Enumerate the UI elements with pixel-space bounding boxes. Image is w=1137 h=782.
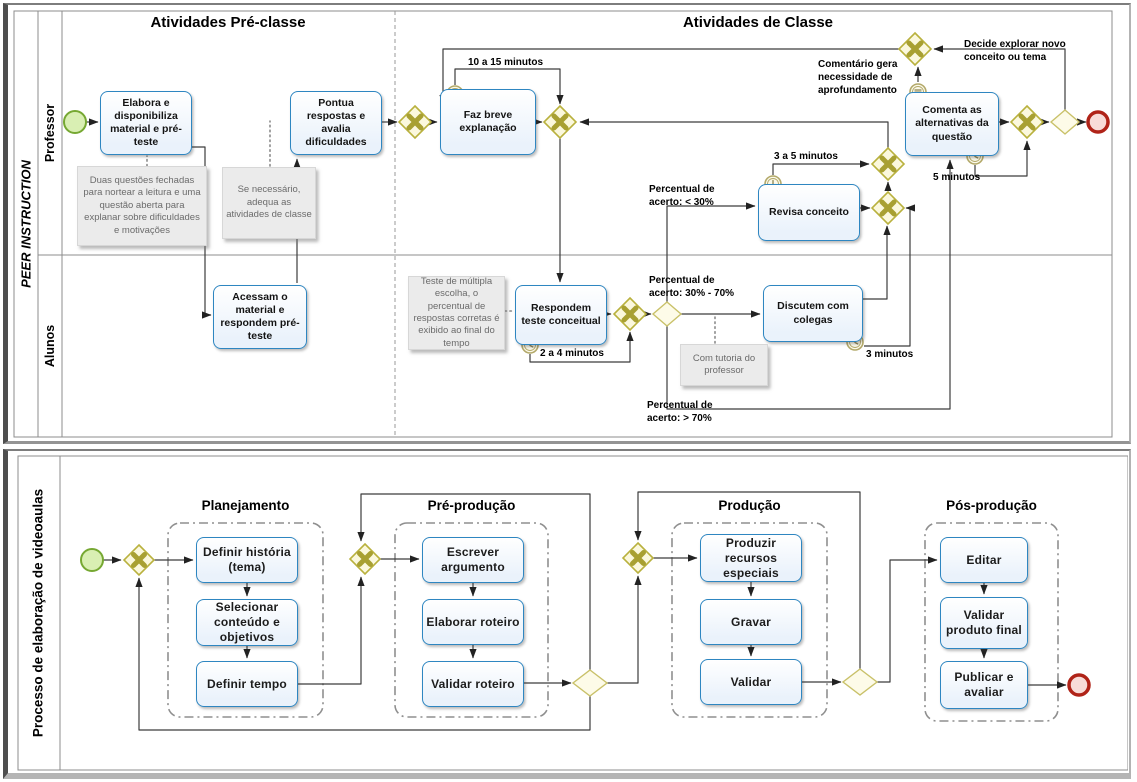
- task-validar: Validar: [700, 659, 802, 705]
- task-produzir-recursos: Produzir recursos especiais: [700, 534, 802, 582]
- gateway-exclusive-merge-1: [397, 104, 433, 140]
- task-definir-tempo: Definir tempo: [196, 661, 298, 707]
- task-escrever-argumento: Escrever argumento: [422, 537, 524, 583]
- label-acerto-30-70: Percentual de acerto: 30% - 70%: [649, 275, 735, 299]
- section-header-pre-classe: Atividades Pré-classe: [150, 14, 306, 31]
- pool-label: Processo de elaboração de videoaulas: [30, 488, 46, 738]
- group-title-pre-producao: Pré-produção: [427, 498, 516, 513]
- gateway-exclusive-merge-2: [542, 104, 578, 140]
- pool-videoaulas: [17, 455, 1128, 771]
- task-acessam-material: Acessam o material e respondem pré-teste: [213, 285, 307, 349]
- label-5-minutos: 5 minutos: [933, 172, 981, 183]
- annotation-se-necessario: Se necessário, adequa as atividades de c…: [222, 167, 316, 239]
- label-10-15-minutos: 10 a 15 minutos: [467, 57, 544, 68]
- task-selecionar-conteudo: Selecionar conteúdo e objetivos: [196, 599, 298, 646]
- gateway-exclusive-merge-4: [870, 146, 906, 182]
- task-respondem-teste: Respondem teste conceitual: [515, 285, 607, 345]
- bpmn-canvas-bottom: [17, 455, 1128, 771]
- annotation-tutoria: Com tutoria do professor: [680, 344, 768, 386]
- task-gravar: Gravar: [700, 599, 802, 645]
- label-3-5-minutos: 3 a 5 minutos: [774, 151, 838, 162]
- task-pontua-respostas: Pontua respostas e avalia dificuldades: [290, 91, 382, 155]
- gateway-exclusive-merge-6: [1009, 104, 1045, 140]
- peer-instruction-diagram-panel: PEER INSTRUCTION Professor Alunos Ativid…: [3, 3, 1131, 444]
- task-validar-roteiro: Validar roteiro: [422, 661, 524, 707]
- videoaulas-diagram-panel: Processo de elaboração de videoaulas Pla…: [3, 449, 1131, 779]
- gateway-decision-roteiro: [571, 669, 609, 697]
- task-publicar-avaliar: Publicar e avaliar: [940, 661, 1028, 709]
- gateway-exclusive-merge-3: [612, 296, 648, 332]
- label-decide-explorar: Decide explorar novo conceito ou tema: [964, 39, 1066, 63]
- start-event: [80, 548, 104, 572]
- lane-label-professor: Professor: [43, 103, 57, 163]
- gateway-exclusive-pre-producao: [348, 542, 382, 576]
- task-revisa-conceito: Revisa conceito: [758, 184, 860, 241]
- group-producao: [671, 522, 828, 718]
- section-header-classe: Atividades de Classe: [682, 14, 834, 31]
- pool-label: PEER INSTRUCTION: [18, 160, 34, 288]
- group-title-producao: Produção: [718, 498, 781, 513]
- bpmn-canvas-top: [13, 10, 1113, 438]
- group-pos-producao: [924, 522, 1059, 722]
- task-comenta-alternativas: Comenta as alternativas da questão: [905, 92, 999, 156]
- task-editar: Editar: [940, 537, 1028, 583]
- group-title-pos-producao: Pós-produção: [946, 498, 1037, 513]
- gateway-exclusive-inicio: [122, 543, 156, 577]
- annotation-teste-multipla: Teste de múltipla escolha, o percentual …: [408, 276, 505, 350]
- group-title-planejamento: Planejamento: [201, 498, 290, 513]
- end-event: [1067, 673, 1091, 697]
- sequence-flows: [86, 45, 1087, 410]
- label-3-minutos: 3 minutos: [866, 349, 914, 360]
- gateway-exclusive-merge-top: [897, 31, 933, 67]
- task-elabora-material: Elabora e disponibiliza material e pré-t…: [100, 91, 192, 155]
- label-acerto-menor-30: Percentual de acerto: < 30%: [649, 184, 715, 208]
- annotation-duas-questoes: Duas questões fechadas para nortear a le…: [77, 166, 207, 246]
- gateway-decision-final: [1049, 109, 1081, 135]
- label-2-4-minutos: 2 a 4 minutos: [540, 348, 604, 359]
- task-elaborar-roteiro: Elaborar roteiro: [422, 599, 524, 645]
- lane-label-alunos: Alunos: [43, 324, 57, 368]
- task-discutem-colegas: Discutem com colegas: [763, 285, 863, 342]
- start-event: [63, 110, 87, 134]
- gateway-decision-validacao: [841, 668, 879, 696]
- task-validar-produto-final: Validar produto final: [940, 597, 1028, 649]
- group-pre-producao: [394, 522, 549, 718]
- task-faz-breve-explanacao: Faz breve explanação: [440, 89, 536, 155]
- task-definir-historia: Definir história (tema): [196, 537, 298, 583]
- sequence-flows: [103, 491, 1067, 731]
- label-acerto-maior-70: Percentual de acerto: > 70%: [647, 400, 713, 424]
- associations: [146, 120, 716, 344]
- label-comentario-aprofundamento: Comentário gera necessidade de aprofunda…: [818, 59, 898, 96]
- pool-peer-instruction: [13, 10, 1113, 438]
- gateway-exclusive-producao: [621, 541, 655, 575]
- end-event: [1086, 110, 1110, 134]
- gateway-decision-percentual: [651, 301, 683, 327]
- group-planejamento: [167, 522, 324, 718]
- gateway-exclusive-merge-5: [870, 190, 906, 226]
